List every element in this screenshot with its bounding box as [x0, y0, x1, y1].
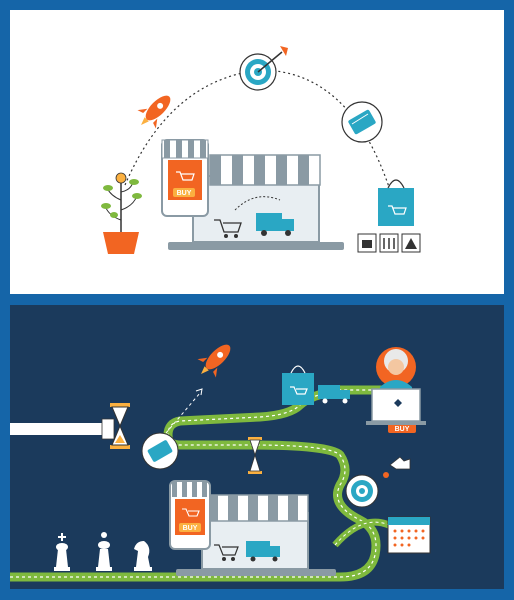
top-illustration: BUY — [101, 46, 421, 254]
chess-queen-icon — [96, 532, 112, 571]
rocket-icon — [197, 344, 231, 378]
credit-card-icon — [341, 101, 383, 143]
businesswoman-avatar-icon — [376, 347, 416, 393]
hourglass-icon — [110, 403, 130, 449]
shopping-bag-icon — [282, 365, 314, 405]
bottom-illustration: BUY — [10, 344, 431, 582]
smartphone-icon: BUY — [161, 139, 209, 217]
smartphone-icon: BUY — [169, 480, 211, 550]
credit-card-icon — [141, 432, 179, 470]
shopping-bag-icon — [378, 179, 414, 226]
phone-buy-button[interactable]: BUY — [177, 190, 192, 197]
money-tree-icon — [101, 172, 142, 254]
delivery-truck-icon — [318, 385, 350, 404]
hourglass-icon — [248, 437, 262, 474]
handshake-icon — [10, 418, 115, 440]
rocket-icon — [137, 95, 171, 129]
shop-awning-icon — [209, 154, 321, 186]
chess-knight-icon — [134, 541, 152, 571]
product-icons-row — [357, 233, 421, 253]
target-icon — [345, 474, 379, 508]
shopping-cart-icon — [214, 544, 239, 561]
shop-awning-icon — [207, 494, 309, 522]
top-illustration-panel: BUY — [10, 10, 504, 294]
shopping-cart-icon — [214, 219, 242, 238]
phone-buy-button[interactable]: BUY — [183, 525, 198, 532]
laptop-buy-button[interactable]: BUY — [395, 426, 410, 433]
target-icon — [239, 46, 288, 91]
laptop-icon: BUY — [366, 388, 426, 433]
bottom-illustration-panel: BUY — [10, 305, 504, 589]
delivery-truck-icon — [246, 541, 280, 562]
delivery-truck-icon — [256, 213, 294, 236]
calendar-icon — [387, 516, 431, 554]
chess-king-icon — [54, 533, 70, 571]
thumbs-up-icon — [383, 456, 411, 478]
